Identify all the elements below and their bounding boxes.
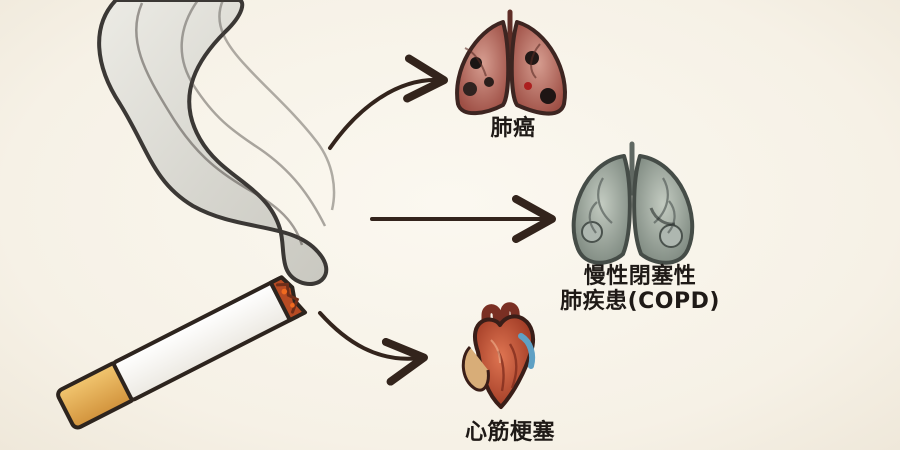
lung-cancer-arrow [328,54,448,150]
arrows [318,54,556,386]
heart-attack-label: 心筋梗塞 [464,420,555,445]
cigarette-icon [56,275,308,430]
smoke-icon [97,0,336,286]
lung-cancer-label: 肺癌 [490,116,536,141]
copd-label: 慢性閉塞性 肺疾患(COPD) [540,264,740,315]
diseased-lungs-icon [455,9,567,116]
copd-lungs-icon [571,141,695,265]
copd-label-line-1: 慢性閉塞性 [583,264,697,289]
heart-attack-arrow [318,311,428,386]
copd-label-line-2: 肺疾患(COPD) [560,289,720,315]
heart-icon [461,302,536,409]
